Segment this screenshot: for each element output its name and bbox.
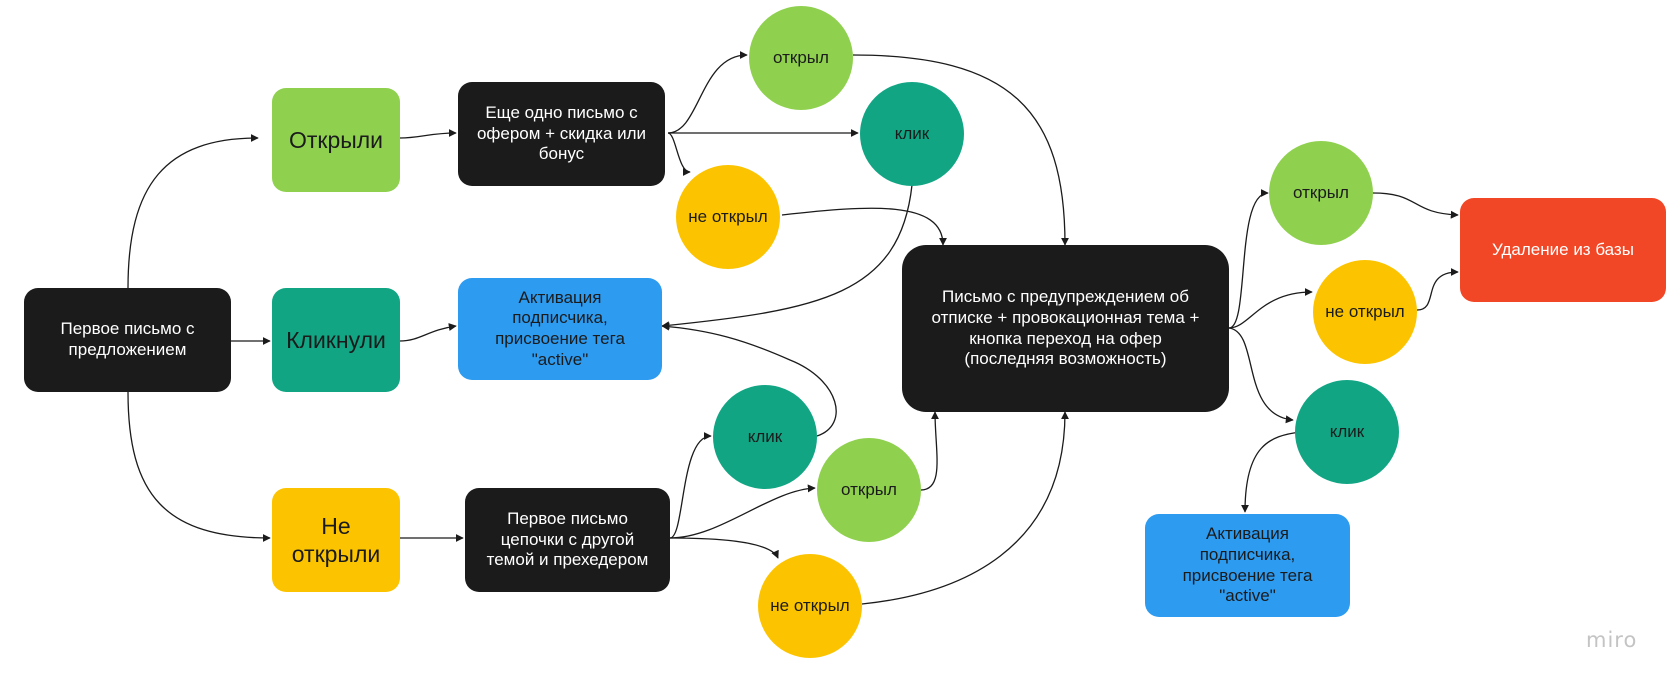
edge-right-opened-to-delete (1372, 192, 1459, 219)
node-activation-2[interactable]: Активация подписчика, присвоение тега "a… (1145, 514, 1350, 617)
node-another-letter[interactable]: Еще одно письмо с офером + скидка или бо… (458, 82, 665, 186)
node-right-not-opened[interactable]: не открыл (1313, 260, 1417, 364)
node-first-letter[interactable]: Первое письмо с предложением (24, 288, 231, 392)
edge-letter-to-top-opened (667, 51, 748, 134)
node-right-opened-label: открыл (1293, 182, 1349, 202)
node-right-click[interactable]: клик (1295, 380, 1399, 484)
node-clicked[interactable]: Кликнули (272, 288, 400, 392)
node-not-opened-label: Не открыли (291, 512, 381, 567)
node-top-not-opened-label: не открыл (688, 206, 768, 226)
edge-bottom-opened-to-warning (920, 411, 940, 491)
node-bottom-not-opened[interactable]: не открыл (758, 554, 862, 658)
node-chain-first-letter[interactable]: Первое письмо цепочки с другой темой и п… (465, 488, 670, 592)
node-right-not-opened-label: не открыл (1325, 301, 1405, 321)
node-opened[interactable]: Открыли (272, 88, 400, 192)
node-delete-from-base-label: Удаление из базы (1492, 239, 1634, 259)
edge-letter-to-top-notopened (667, 132, 691, 176)
node-not-opened[interactable]: Не открыли (272, 488, 400, 592)
node-bottom-opened-label: открыл (841, 479, 897, 499)
edge-top-opened-to-warning (852, 54, 1069, 246)
edge-right-click-to-activation (1241, 431, 1301, 513)
edge-opened-to-letter (399, 129, 457, 139)
node-activation-2-label: Активация подписчика, присвоение тега "a… (1182, 524, 1313, 606)
edge-top-notopened-to-warning (781, 207, 947, 246)
edge-warning-to-right-opened (1228, 189, 1269, 329)
miro-watermark: miro (1586, 628, 1638, 652)
edge-chain-to-bottom-opened (669, 484, 816, 539)
edge-first-to-not-opened (127, 391, 271, 542)
edge-bottom-click-to-activation (661, 322, 837, 437)
edge-right-notopened-to-delete (1416, 268, 1459, 311)
node-right-opened[interactable]: открыл (1269, 141, 1373, 245)
node-another-letter-label: Еще одно письмо с офером + скидка или бо… (476, 102, 647, 164)
node-chain-first-letter-label: Первое письмо цепочки с другой темой и п… (486, 508, 649, 570)
node-bottom-opened[interactable]: открыл (817, 438, 921, 542)
node-bottom-not-opened-label: не открыл (770, 595, 850, 615)
edge-first-to-opened (127, 134, 259, 289)
node-bottom-click-label: клик (747, 426, 783, 446)
node-warning-letter[interactable]: Письмо с предупреждением об отписке + пр… (902, 245, 1229, 412)
node-right-click-label: клик (1329, 421, 1365, 441)
node-delete-from-base[interactable]: Удаление из базы (1460, 198, 1666, 302)
node-opened-label: Открыли (288, 126, 384, 153)
edge-clicked-to-activation (399, 323, 457, 342)
node-warning-letter-label: Письмо с предупреждением об отписке + пр… (931, 287, 1200, 369)
node-top-not-opened[interactable]: не открыл (676, 165, 780, 269)
edge-chain-to-bottom-notopened (669, 537, 779, 559)
edge-top-click-to-activation (661, 184, 913, 330)
edge-chain-to-bottom-click (669, 432, 712, 539)
edge-warning-to-right-notopened (1228, 288, 1313, 329)
node-clicked-label: Кликнули (286, 326, 386, 353)
edge-warning-to-right-click (1228, 327, 1294, 424)
node-activation-1-label: Активация подписчика, присвоение тега "a… (495, 287, 625, 369)
node-activation-1[interactable]: Активация подписчика, присвоение тега "a… (458, 278, 662, 380)
node-top-opened-label: открыл (773, 47, 829, 67)
node-top-click-label: клик (894, 123, 930, 143)
node-top-opened[interactable]: открыл (749, 6, 853, 110)
node-bottom-click[interactable]: клик (713, 385, 817, 489)
edge-bottom-notopened-to-warning (861, 411, 1069, 605)
node-top-click[interactable]: клик (860, 82, 964, 186)
node-first-letter-label: Первое письмо с предложением (60, 319, 195, 359)
